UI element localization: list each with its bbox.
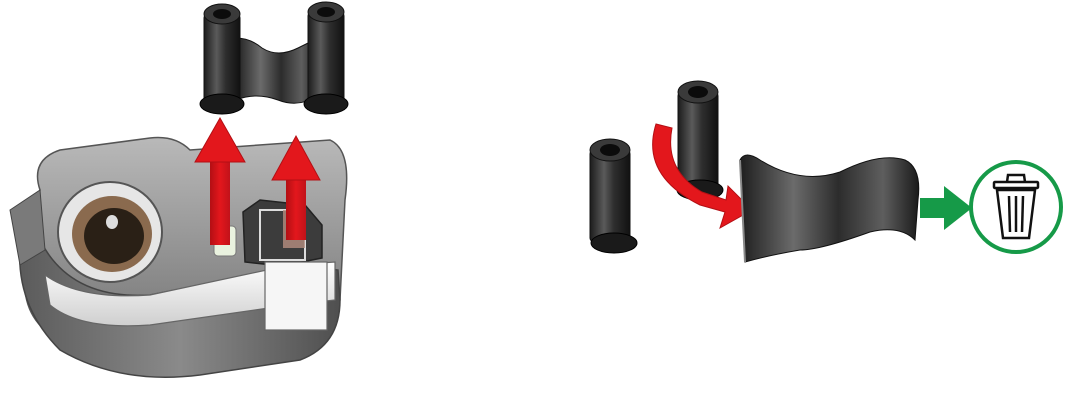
- ribbon-spool: [590, 139, 637, 253]
- hub-pin: [106, 215, 118, 229]
- ribbon-web: [236, 38, 318, 103]
- trash-icon: [971, 162, 1061, 252]
- ribbon-spools: [200, 2, 348, 114]
- label-tape-end: [265, 262, 327, 330]
- right-arrow: [920, 186, 972, 230]
- ribbon-strip: [740, 155, 919, 262]
